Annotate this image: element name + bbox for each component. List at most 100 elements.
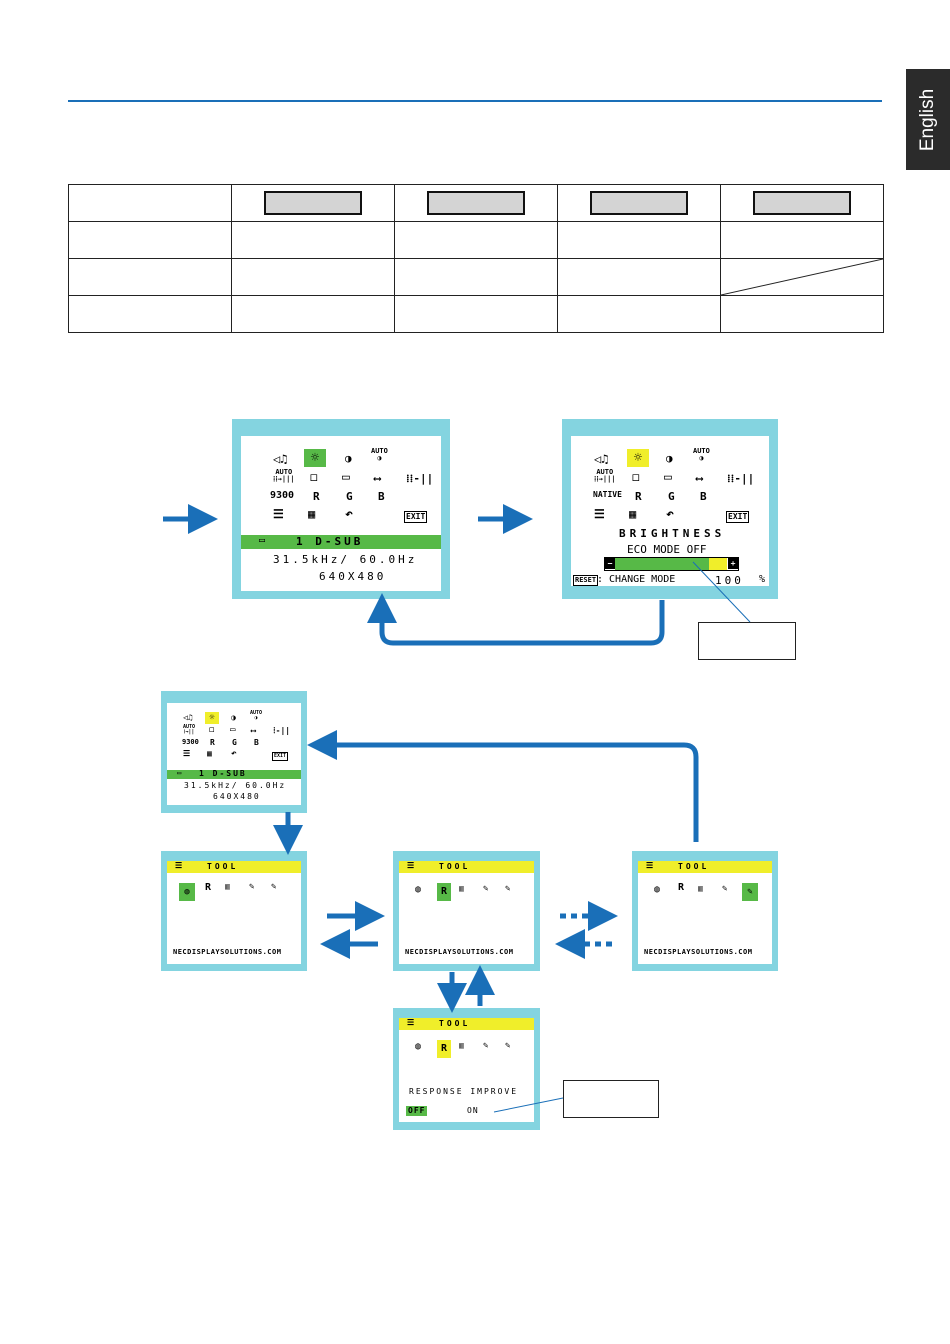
tool-icon: ☰ — [407, 861, 415, 870]
green-label: G — [668, 490, 675, 503]
tool-header-bar — [638, 861, 772, 873]
response-improve-text: RESPONSE IMPROVE — [409, 1087, 519, 1096]
osd-position-icon: ▦ — [207, 749, 212, 758]
reset-key: RESET — [573, 575, 599, 586]
osd-position-icon: ▦ — [629, 507, 637, 521]
key-button — [753, 191, 851, 215]
key-button — [427, 191, 525, 215]
response-improve-icon: R — [437, 883, 451, 901]
table-cell — [394, 258, 558, 296]
table-row — [68, 221, 884, 259]
connector-icon: ▭ — [259, 535, 266, 546]
auto-text: AUTO — [371, 447, 388, 455]
response-improve-icon: R — [205, 882, 212, 893]
table-cell — [68, 295, 232, 333]
green-label: G — [346, 490, 353, 503]
table-cell — [231, 258, 395, 296]
blue-label: B — [700, 490, 707, 503]
input-label: 1 D-SUB — [199, 769, 247, 778]
contrast-icon: ◑ — [345, 452, 352, 465]
fine-icon: ⁞⁞-|| — [406, 472, 434, 485]
table-cell — [557, 295, 721, 333]
osd-small-screen: ◁♫ ☼ ◑ AUTO◑ AUTO⁞→|| ◻ ▭ ⟷ ⁞-|| 9300 R … — [161, 691, 307, 813]
down-up-icon: ▭ — [664, 470, 672, 485]
exit-icon: EXIT — [272, 752, 289, 761]
osd-position-icon: ▦ — [308, 507, 316, 521]
tool-icon: ☰ — [273, 507, 284, 521]
auto-text: AUTO — [250, 710, 263, 716]
contrast-icon: ◑ — [231, 713, 236, 722]
table-cell — [557, 184, 721, 222]
minus-icon: − — [605, 558, 615, 569]
brightness-unit: % — [759, 574, 766, 585]
tool-header-bar — [399, 861, 534, 873]
tool-icon: ☰ — [175, 861, 183, 870]
slider-fill — [615, 558, 709, 570]
tool-screen-1: ☰ TOOL ◍ R ▥ ✎ ✎ NECDISPLAYSOLUTIONS.COM — [161, 851, 307, 971]
table-cell — [557, 258, 721, 296]
brightness-title: BRIGHTNESS — [619, 527, 726, 540]
osd-brightness-screen: ◁♫ ☼ ◑ AUTO◑ AUTO⁞⁞→||| ◻ ▭ ⟷ ⁞⁞-|| NATI… — [562, 419, 778, 599]
key-button — [264, 191, 362, 215]
volume-icon: ◁♫ — [594, 452, 609, 466]
auto-adjust-icon: AUTO◑ — [250, 710, 263, 721]
factory-reset-icon: ↶ — [345, 507, 353, 522]
table-cell — [394, 184, 558, 222]
volume-icon: ◁♫ — [183, 713, 193, 722]
slider-rest — [709, 558, 727, 570]
website-text: NECDISPLAYSOLUTIONS.COM — [173, 948, 282, 956]
tool-title: TOOL — [439, 1019, 471, 1028]
blue-label: B — [254, 738, 259, 747]
input-label: 1 D-SUB — [296, 535, 364, 548]
leader-line — [692, 561, 751, 623]
tool-exit-icon: ✎ — [742, 883, 758, 901]
table-cell-na — [720, 258, 884, 296]
auto-position-icon: AUTO⁞⁞→||| — [273, 468, 295, 483]
blue-label: B — [378, 490, 385, 503]
red-label: R — [635, 490, 642, 503]
expansion-icon: ▥ — [225, 882, 230, 891]
signal-info-icon: ◍ — [179, 883, 195, 901]
key-button — [590, 191, 688, 215]
h-size-icon: ⟷ — [374, 472, 381, 485]
connector-icon: ▭ — [177, 769, 182, 777]
tool-exit-icon: ✎ — [505, 1041, 511, 1051]
tool-icon: ☰ — [594, 507, 605, 521]
edid-icon: ✎ — [249, 882, 255, 892]
tool-icon: ☰ — [183, 749, 191, 758]
tool-header-bar — [167, 861, 301, 873]
color-preset-label: 9300 — [182, 738, 199, 746]
osd-main-screen: ◁♫ ☼ ◑ AUTO◑ AUTO⁞⁞→||| ◻ ▭ ⟷ ⁞⁞-|| 9300… — [232, 419, 450, 599]
factory-reset-icon: ↶ — [231, 749, 237, 759]
callout-box — [563, 1080, 659, 1118]
tool-response-screen: ☰ TOOL ◍ R ▥ ✎ ✎ RESPONSE IMPROVE OFF ON — [393, 1008, 540, 1130]
auto-text: AUTO — [693, 447, 710, 455]
brightness-icon: ☼ — [627, 449, 649, 467]
auto-adjust-icon: AUTO◑ — [693, 447, 710, 462]
expansion-icon: ▥ — [459, 884, 464, 893]
left-right-icon: ◻ — [209, 725, 215, 735]
resolution-text: 640X480 — [213, 792, 261, 801]
fine-icon: ⁞-|| — [273, 726, 291, 735]
table-cell — [231, 295, 395, 333]
tool-title: TOOL — [439, 862, 471, 871]
language-tab: English — [906, 69, 950, 170]
response-improve-icon: R — [678, 882, 685, 893]
color-preset-label: 9300 — [270, 490, 295, 501]
table-cell — [394, 295, 558, 333]
brightness-icon: ☼ — [304, 449, 326, 467]
expansion-icon: ▥ — [698, 884, 703, 893]
website-text: NECDISPLAYSOLUTIONS.COM — [405, 948, 514, 956]
response-improve-icon: R — [437, 1040, 451, 1058]
signal-info-icon: ◍ — [415, 884, 422, 895]
h-size-icon: ⟷ — [251, 726, 256, 735]
tool-header-bar — [399, 1018, 534, 1030]
left-right-icon: ◻ — [310, 470, 318, 485]
frequency-text: 31.5kHz/ 60.0Hz — [273, 553, 418, 566]
down-up-icon: ▭ — [230, 725, 236, 735]
exit-icon: EXIT — [726, 511, 750, 523]
input-bar — [241, 535, 441, 549]
edid-icon: ✎ — [722, 884, 728, 894]
off-option: OFF — [406, 1106, 428, 1116]
edid-icon: ✎ — [483, 1041, 489, 1051]
